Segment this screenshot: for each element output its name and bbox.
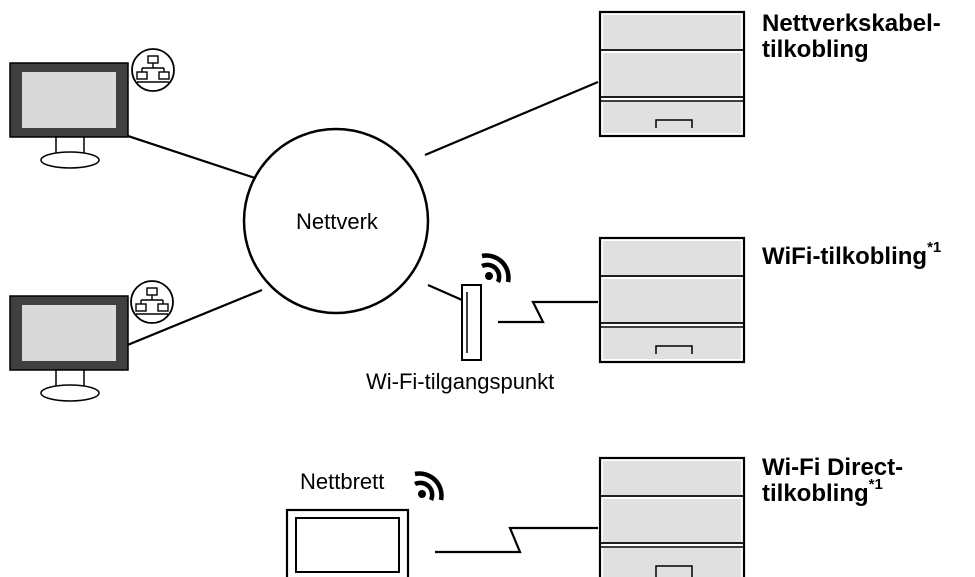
- link-network-printer1: [424, 80, 599, 157]
- network-icon: [131, 48, 175, 92]
- access-point-icon: [461, 284, 482, 361]
- wifi-connection-label: WiFi-tilkobling*1: [762, 239, 941, 270]
- printer-icon: [598, 10, 746, 138]
- printer-icon: [598, 456, 746, 577]
- wifi-connection-footnote: *1: [927, 239, 942, 256]
- access-point-label: Wi-Fi-tilgangspunkt: [366, 369, 555, 394]
- tablet-label: Nettbrett: [300, 469, 385, 494]
- wifi-signal-icon: [481, 253, 511, 283]
- cable-connection-line1: Nettverkskabel-: [762, 10, 941, 37]
- wifi-direct-connection-label: Wi-Fi Direct- tilkobling*1: [762, 454, 904, 508]
- computer-icon: [9, 295, 129, 402]
- link-computer2-network: [124, 288, 263, 348]
- network-label: Nettverk: [296, 209, 378, 234]
- wifi-connection-text: WiFi-tilkobling: [762, 243, 928, 270]
- wifi-direct-footnote: *1: [868, 476, 883, 494]
- wifi-direct-line2: tilkobling: [762, 480, 869, 508]
- printer-icon: [598, 236, 746, 364]
- computer-icon: [9, 62, 129, 169]
- link-computer1-network: [124, 133, 256, 180]
- cable-connection-label: Nettverkskabel- tilkobling: [762, 10, 941, 64]
- wifi-direct-line1: Wi-Fi Direct-: [762, 454, 904, 481]
- wireless-link-ap-printer2: [498, 300, 598, 324]
- wireless-link-tablet-printer3: [435, 526, 598, 554]
- tablet-icon: [285, 508, 410, 577]
- network-icon: [130, 280, 174, 324]
- network-circle: [242, 127, 430, 315]
- link-network-accesspoint: [427, 283, 463, 302]
- wifi-signal-icon: [414, 471, 444, 501]
- cable-connection-line2: tilkobling: [762, 36, 869, 64]
